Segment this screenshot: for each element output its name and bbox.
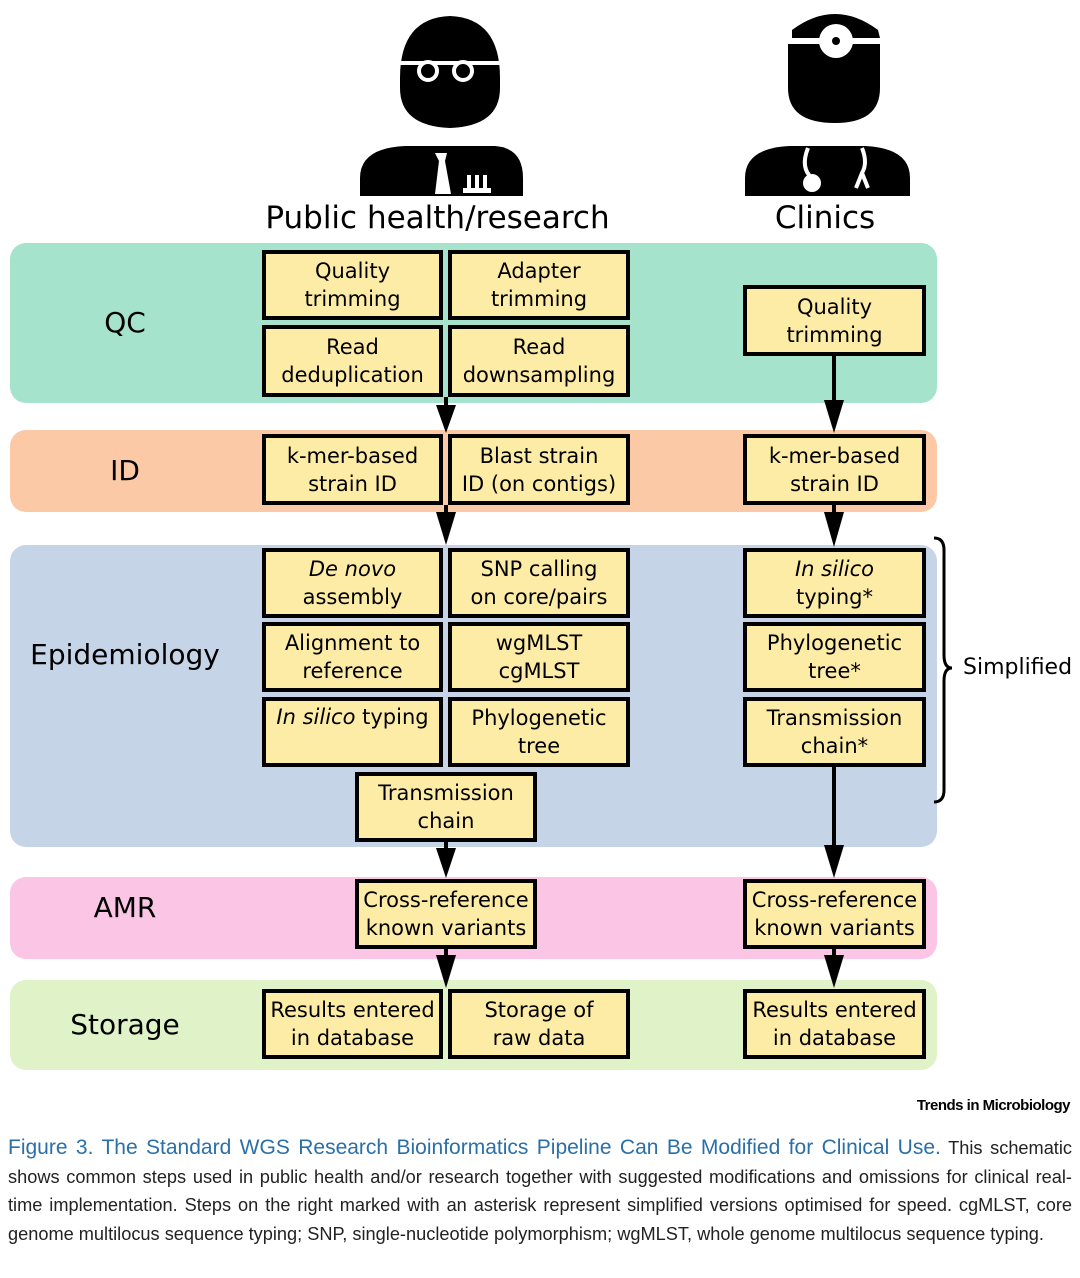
step-line: trimming [490,287,588,311]
arrow-epi-to-amr-left [436,842,456,878]
clinic-step-cross-reference: Cross-reference known variants [743,879,926,949]
column-title-clinics: Clinics [774,200,876,236]
step-alignment-to-reference: Alignment to reference [262,622,443,692]
step-raw-data-storage: Storage of raw data [448,989,630,1059]
arrow-amr-to-storage-right [824,949,844,988]
step-de-novo-assembly: De novo assembly [262,548,443,618]
step-line: Results entered [270,998,435,1022]
band-label-qc: QC [104,306,146,339]
step-line: Transmission [766,706,903,730]
step-line: strain ID [790,471,879,496]
step-line: reference [302,659,403,683]
step-snp-calling: SNP calling on core/pairs [448,548,630,618]
arrow-amr-to-storage-left [436,949,456,988]
step-line: Cross-reference [363,888,529,912]
figure-caption: Figure 3. The Standard WGS Research Bioi… [8,1134,1072,1248]
step-results-database: Results entered in database [262,989,443,1059]
step-line: k-mer-based [768,443,901,468]
clinician-icon [745,14,910,196]
step-line: downsampling [462,363,616,387]
arrow-id-to-epi-right [824,505,844,547]
flow-arrows [436,356,953,988]
step-line: cgMLST [498,659,580,683]
step-line: assembly [302,585,403,609]
step-line: Results entered [752,998,917,1022]
band-label-id: ID [110,454,140,487]
caption-title: Figure 3. The Standard WGS Research Bioi… [8,1136,941,1159]
step-line: Adapter [497,259,581,283]
step-transmission-chain: Transmission chain [355,772,537,842]
column-title-public-health: Public health/research [265,200,610,236]
step-line: in database [772,1026,897,1050]
simplified-brace [933,536,953,804]
clinic-step-in-silico-typing: In silico typing* [743,548,926,618]
step-line: known variants [754,916,915,940]
step-line: trimming [786,322,883,347]
arrow-epi-to-amr-right [824,767,844,878]
clinic-step-phylogenetic-tree: Phylogenetic tree* [743,622,926,692]
step-line: wgMLST [495,631,583,655]
step-line: Alignment to [284,631,421,655]
step-line: chain* [800,734,869,758]
clinic-step-kmer-strain-id: k-mer-based strain ID [743,434,926,505]
journal-name: Trends in Microbiology [916,1097,1071,1114]
step-line: k-mer-based [286,443,419,468]
step-line: known variants [365,916,527,940]
step-cross-reference: Cross-reference known variants [355,879,537,949]
step-line: chain [417,809,475,833]
clinic-step-transmission-chain: Transmission chain* [743,697,926,767]
step-line: tree [517,734,561,758]
step-quality-trimming: Quality trimming [262,250,443,320]
step-kmer-strain-id: k-mer-based strain ID [262,434,443,505]
step-blast-strain-id: Blast strain ID (on contigs) [448,434,630,505]
arrow-qc-to-id-right [824,356,844,433]
step-line: deduplication [281,363,424,387]
clinic-step-quality-trimming: Quality trimming [743,285,926,356]
step-phylogenetic-tree: Phylogenetic tree [448,697,630,767]
step-line-italic: De novo [308,557,397,581]
step-line: trimming [304,287,401,311]
step-line: Read [326,335,379,359]
step-line: Phylogenetic [766,631,903,655]
step-line: raw data [492,1026,586,1050]
step-line: typing* [796,585,873,609]
step-line: SNP calling [480,557,598,581]
step-line: Cross-reference [751,888,918,912]
step-read-downsampling: Read downsampling [448,325,630,397]
band-label-storage: Storage [70,1008,180,1041]
simplified-label: Simplified [963,655,1073,680]
step-adapter-trimming: Adapter trimming [448,250,630,320]
step-line: on core/pairs [470,585,608,609]
step-line: typing [355,705,429,729]
researcher-icon [360,16,523,196]
step-line: Phylogenetic [471,706,607,730]
step-in-silico-typing: In silico typing [262,697,443,767]
step-line: ID (on contigs) [461,471,617,496]
arrow-id-to-epi-left [436,505,456,545]
step-line-italic: In silico [276,705,356,729]
clinic-step-results-database: Results entered in database [743,989,926,1059]
caption-body: This schematic shows common steps used i… [8,1138,1072,1244]
step-read-deduplication: Read deduplication [262,325,443,397]
band-label-amr: AMR [93,891,157,924]
step-wgmlst-cgmlst: wgMLST cgMLST [448,622,630,692]
step-line-italic: In silico [794,557,875,581]
step-line: Read [512,335,566,359]
step-line: tree* [808,659,861,683]
step-line: strain ID [308,471,397,496]
step-line: Transmission [378,781,514,805]
step-line: Quality [796,294,873,319]
arrow-qc-to-id-left [436,397,456,433]
step-line: Blast strain [479,443,599,468]
step-line: Storage of [484,998,594,1022]
band-label-epidemiology: Epidemiology [30,638,220,671]
step-line: Quality [314,259,391,283]
step-line: in database [290,1026,415,1050]
